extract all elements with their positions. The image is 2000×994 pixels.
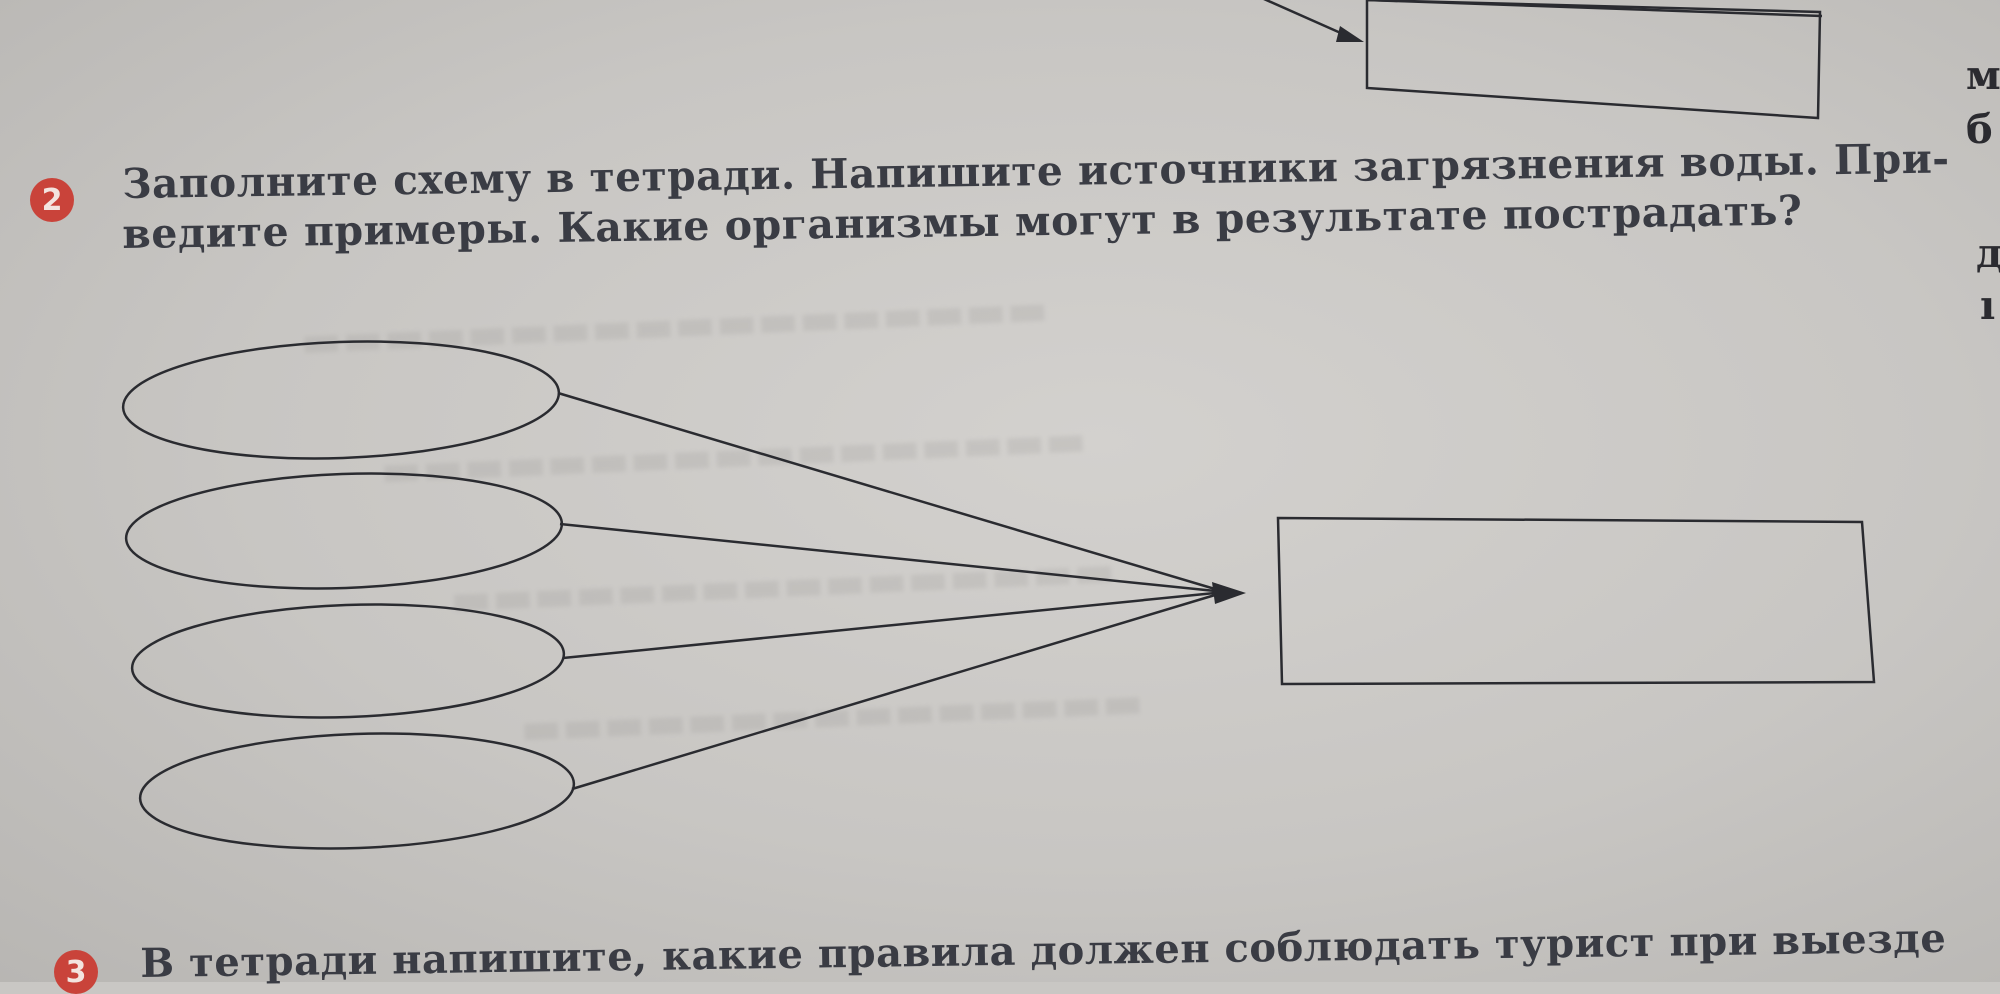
margin-letter: д [1976,230,2000,277]
previous-task-diagram [1263,0,1823,120]
connector-lines [557,391,1246,791]
task-number-badge: 2 [30,178,74,222]
source-oval-4 [138,732,576,850]
connector-line-1 [557,391,1226,594]
source-oval-2 [124,472,564,590]
connector-line-2 [559,522,1226,594]
connector-line-3 [562,590,1226,660]
source-oval-1 [121,340,561,460]
source-ovals [121,340,576,850]
top-arrow-head [1336,26,1364,42]
target-box [1276,516,1876,686]
top-box-edge [1366,0,1823,18]
task-number-badge: 3 [54,950,98,994]
connector-line-4 [571,590,1226,791]
top-target-box [1365,0,1822,120]
margin-letter: м [1966,52,2000,99]
source-oval-3 [130,603,566,719]
margin-letter: ı [1980,282,1996,329]
arrow-head [1212,582,1246,604]
top-arrow-line [1263,0,1353,40]
margin-letter: б [1966,106,1993,153]
